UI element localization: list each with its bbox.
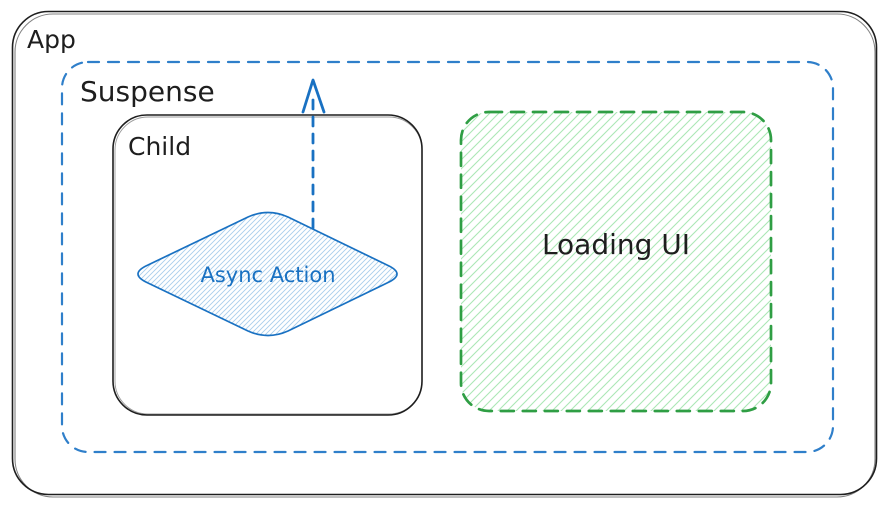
app-box (11, 10, 878, 498)
loading-ui-label: Loading UI (542, 228, 690, 261)
arrow-head-icon (301, 78, 326, 114)
child-label: Child (128, 132, 191, 161)
suspense-trigger-arrow (301, 78, 326, 230)
child-box (112, 114, 423, 416)
suspense-box (60, 60, 835, 454)
suspense-label: Suspense (80, 75, 215, 108)
async-action-diamond (137, 211, 398, 337)
loading-ui-box (459, 110, 773, 413)
async-action-label: Async Action (200, 263, 335, 287)
app-label: App (27, 25, 76, 54)
